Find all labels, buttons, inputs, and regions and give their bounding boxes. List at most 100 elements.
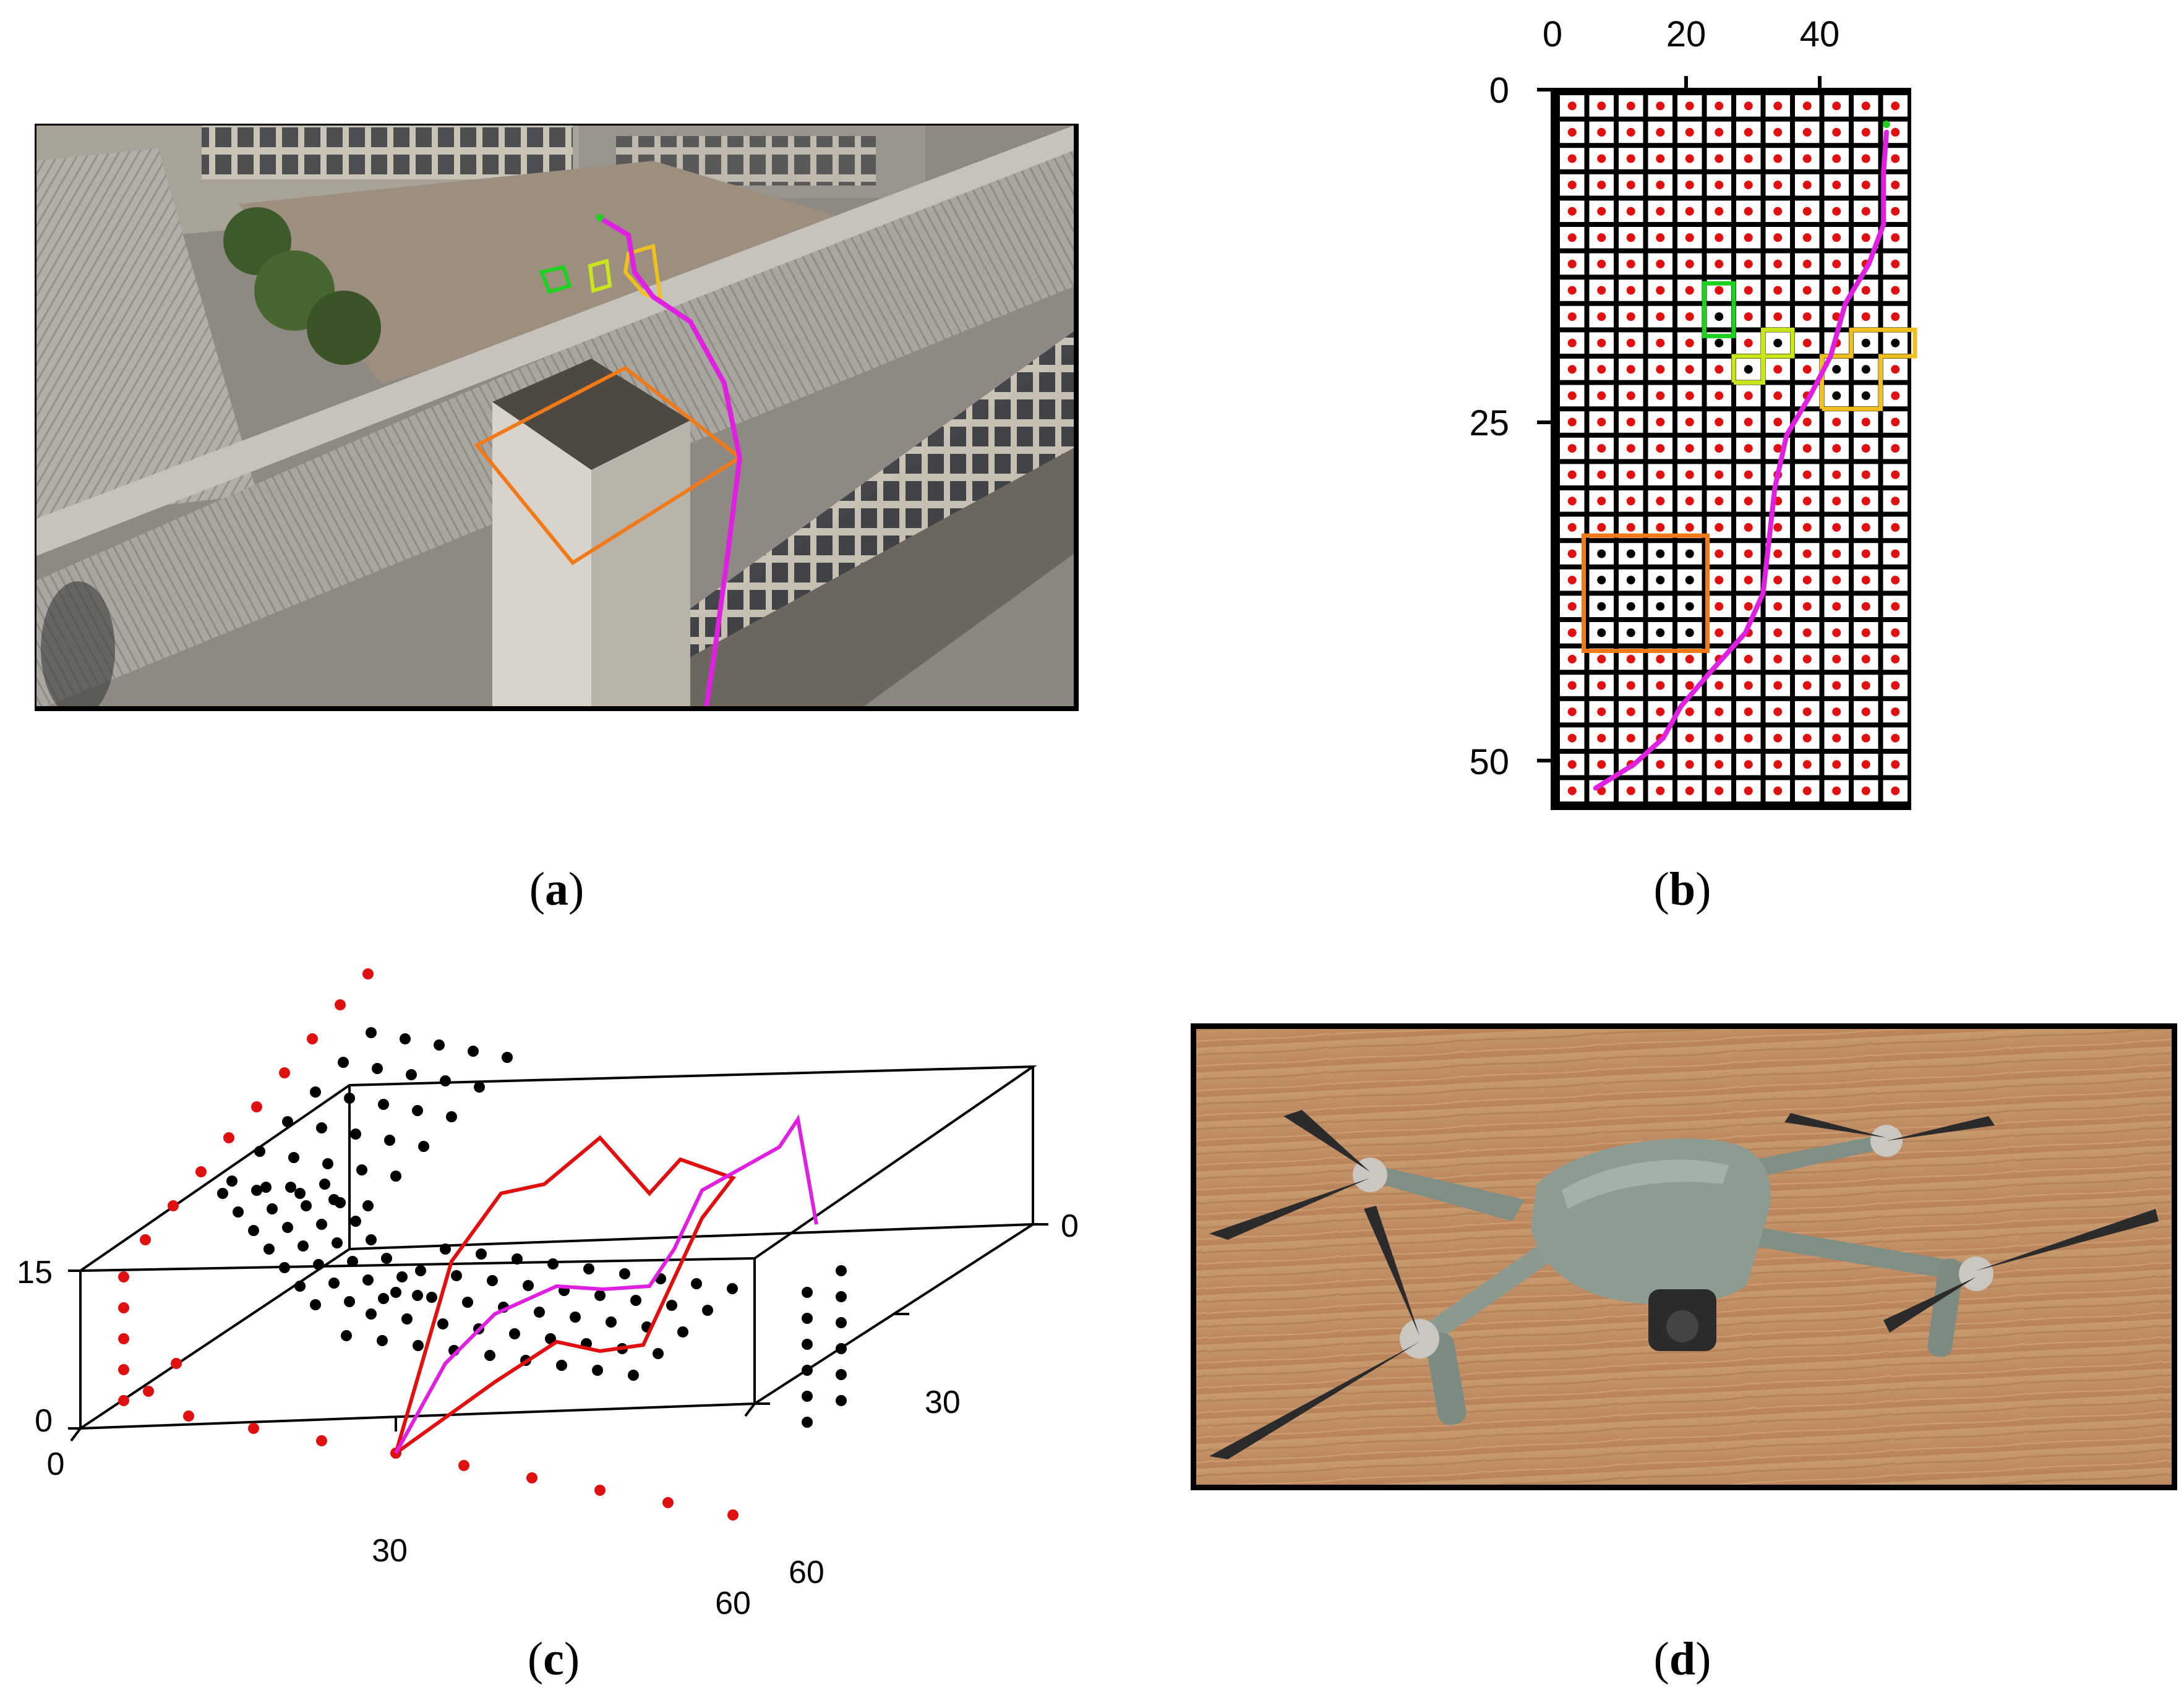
free-dot (1891, 470, 1900, 479)
obstacle-dot (1685, 576, 1694, 585)
obstacle-point (630, 1295, 641, 1306)
free-dot (1656, 233, 1665, 242)
free-dot (1567, 259, 1577, 268)
free-dot (1861, 470, 1870, 479)
obstacle-point (512, 1253, 523, 1265)
free-dot (1715, 127, 1724, 137)
free-dot (1656, 681, 1665, 690)
y-tick-label: 60 (789, 1555, 824, 1590)
3d-box-frame (76, 1065, 1038, 1430)
free-dot (1685, 154, 1694, 163)
obstacle-point (254, 1146, 265, 1157)
free-point (335, 999, 346, 1010)
obstacle-point (474, 1082, 485, 1093)
obstacle-point (836, 1317, 847, 1328)
free-dot (1802, 312, 1812, 322)
free-dot (1597, 733, 1606, 743)
free-dot (1656, 760, 1665, 769)
free-dot (1685, 707, 1694, 717)
free-point (143, 1386, 154, 1397)
free-point (279, 1067, 290, 1078)
obstacle-dot (1685, 549, 1694, 558)
obstacle-dot (1626, 576, 1635, 585)
free-point (458, 1460, 469, 1471)
free-point (594, 1485, 606, 1496)
free-dot (1773, 576, 1783, 585)
free-dot (1567, 786, 1577, 795)
obstacle-point (350, 1216, 361, 1227)
free-dot (1685, 233, 1694, 242)
free-dot (1626, 181, 1635, 190)
obstacle-dot (1597, 602, 1606, 611)
free-dot (1891, 602, 1900, 611)
lime-obstacle-box (1731, 327, 1795, 385)
3d-points (118, 968, 847, 1521)
obstacle-point (396, 1271, 408, 1282)
obstacle-point (341, 1330, 352, 1341)
free-dot (1891, 497, 1900, 506)
obstacle-point (727, 1283, 738, 1294)
free-dot (1626, 259, 1635, 268)
free-dot (1832, 628, 1841, 638)
free-dot (1715, 470, 1724, 479)
free-dot (1744, 154, 1753, 163)
free-dot (1567, 681, 1577, 690)
free-dot (1891, 127, 1900, 137)
free-dot (1685, 733, 1694, 743)
obstacle-point (509, 1328, 520, 1339)
free-dot (1861, 628, 1870, 638)
free-dot (1597, 207, 1606, 216)
free-dot (1597, 181, 1606, 190)
obstacle-point (440, 1244, 451, 1255)
free-dot (1626, 497, 1635, 506)
free-dot (1626, 707, 1635, 717)
free-point (183, 1410, 194, 1422)
free-dot (1744, 312, 1753, 322)
free-dot (1861, 760, 1870, 769)
free-dot (1861, 181, 1870, 190)
obstacle-point (836, 1265, 847, 1276)
obstacle-point (413, 1340, 424, 1351)
obstacle-point (653, 1348, 664, 1359)
obstacle-point (592, 1365, 603, 1376)
free-dot (1744, 549, 1753, 558)
3d-plot-svg: 15 0 0 30 60 0 30 60 (17, 968, 1079, 1621)
free-dot (1656, 391, 1665, 400)
free-dot (1891, 733, 1900, 743)
orange-obstacle-box (1582, 533, 1710, 654)
free-dot (1802, 470, 1812, 479)
free-dot (1861, 497, 1870, 506)
free-dot (1744, 786, 1753, 795)
x-tick-label: 0 (1543, 14, 1562, 54)
obstacle-point (310, 1299, 321, 1310)
free-dot (1597, 681, 1606, 690)
obstacle-point (594, 1290, 606, 1301)
free-dot (1626, 391, 1635, 400)
start-point (1883, 121, 1890, 129)
free-dot (1861, 654, 1870, 663)
free-dot (1773, 628, 1783, 638)
obstacle-point (401, 1313, 413, 1325)
free-dot (1597, 233, 1606, 242)
obstacle-point (836, 1369, 847, 1380)
obstacle-point (547, 1258, 559, 1269)
obstacle-point (446, 1111, 457, 1122)
free-dot (1802, 576, 1812, 585)
free-dot (1832, 154, 1841, 163)
free-dot (1656, 181, 1665, 190)
obstacle-dot (1832, 391, 1841, 400)
free-dot (1891, 681, 1900, 690)
caption-a: (a) (529, 863, 585, 915)
obstacle-point (316, 1122, 327, 1133)
free-dot (1891, 259, 1900, 268)
free-dot (1861, 681, 1870, 690)
free-dot (1802, 101, 1812, 111)
free-dot (1715, 549, 1724, 558)
free-dot (1802, 733, 1812, 743)
obstacle-point (426, 1292, 437, 1303)
free-dot (1891, 181, 1900, 190)
obstacle-point (282, 1116, 293, 1127)
obstacle-point (279, 1262, 290, 1273)
obstacle-dot (1626, 602, 1635, 611)
obstacle-dot (1597, 628, 1606, 638)
